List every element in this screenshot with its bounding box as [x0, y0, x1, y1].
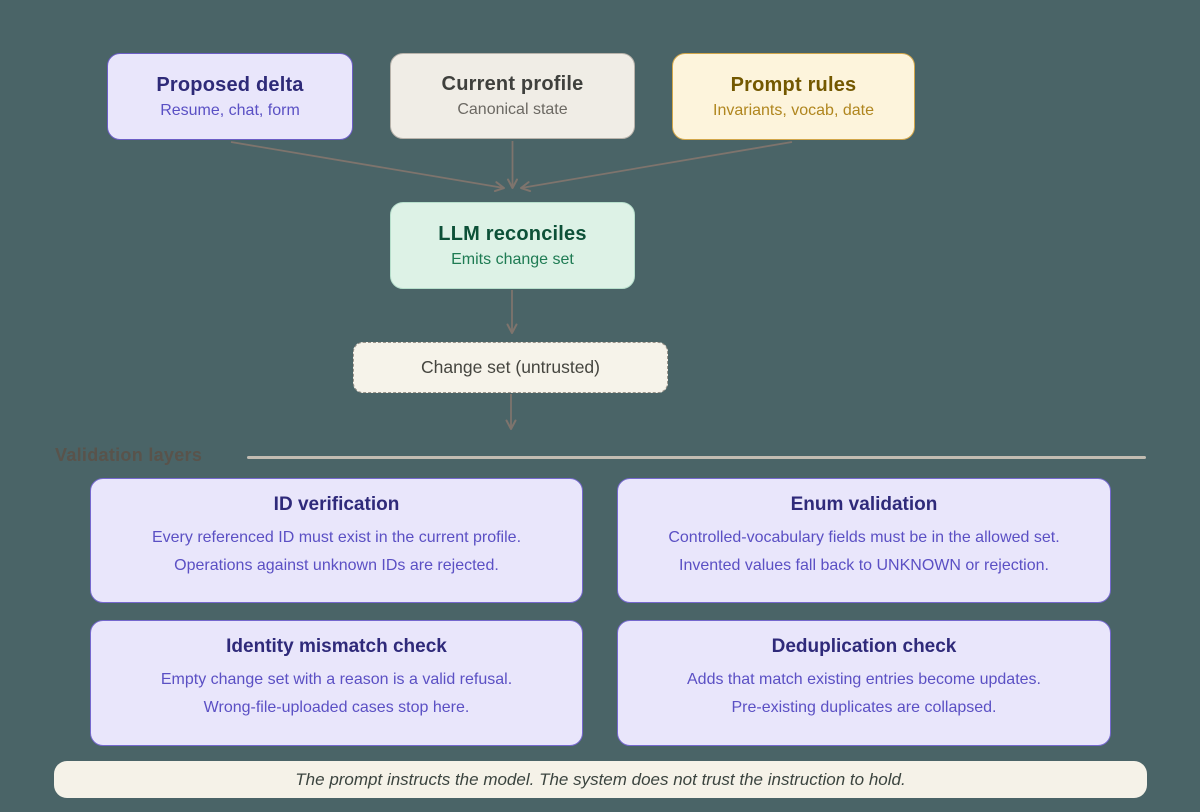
node-current-profile: Current profile Canonical state — [390, 53, 635, 139]
card-line: Pre-existing duplicates are collapsed. — [731, 699, 997, 716]
node-subtitle: Emits change set — [451, 250, 574, 268]
card-enum-validation: Enum validation Controlled-vocabulary fi… — [617, 478, 1111, 603]
change-set-label: Change set (untrusted) — [421, 357, 600, 377]
card-body: Adds that match existing entries become … — [687, 666, 1041, 722]
card-line: Adds that match existing entries become … — [687, 671, 1041, 688]
node-proposed-delta: Proposed delta Resume, chat, form — [107, 53, 353, 140]
card-body: Controlled-vocabulary fields must be in … — [668, 524, 1059, 580]
card-title: Deduplication check — [771, 636, 957, 657]
node-subtitle: Invariants, vocab, date — [713, 101, 874, 119]
card-title: Enum validation — [790, 494, 938, 515]
card-title: ID verification — [273, 494, 400, 515]
footer-note-text: The prompt instructs the model. The syst… — [295, 769, 906, 789]
node-subtitle: Resume, chat, form — [160, 101, 300, 119]
card-deduplication-check: Deduplication check Adds that match exis… — [617, 620, 1111, 746]
validation-section-label: Validation layers — [55, 445, 203, 465]
card-title: Identity mismatch check — [226, 636, 447, 657]
section-divider — [247, 456, 1146, 459]
card-line: Wrong-file-uploaded cases stop here. — [203, 699, 470, 716]
card-identity-mismatch-check: Identity mismatch check Empty change set… — [90, 620, 583, 746]
card-line: Invented values fall back to UNKNOWN or … — [679, 557, 1049, 574]
card-line: Every referenced ID must exist in the cu… — [151, 529, 522, 546]
card-body: Every referenced ID must exist in the cu… — [152, 524, 521, 580]
node-title: Prompt rules — [730, 73, 857, 96]
node-change-set-untrusted: Change set (untrusted) — [353, 342, 668, 393]
card-line: Operations against unknown IDs are rejec… — [174, 557, 499, 574]
footer-note-bar: The prompt instructs the model. The syst… — [54, 761, 1147, 798]
node-title: LLM reconciles — [438, 222, 587, 245]
node-title: Proposed delta — [156, 73, 304, 96]
card-body: Empty change set with a reason is a vali… — [161, 666, 512, 722]
node-title: Current profile — [441, 73, 584, 95]
card-line: Controlled-vocabulary fields must be in … — [668, 529, 1060, 546]
edge-prompt-to-llm — [520, 141, 793, 193]
card-line: Empty change set with a reason is a vali… — [160, 671, 513, 688]
edge-proposed-to-llm — [230, 141, 505, 193]
card-id-verification: ID verification Every referenced ID must… — [90, 478, 583, 603]
node-prompt-rules: Prompt rules Invariants, vocab, date — [672, 53, 915, 140]
node-subtitle: Canonical state — [457, 101, 568, 118]
node-llm-reconciles: LLM reconciles Emits change set — [390, 202, 635, 289]
